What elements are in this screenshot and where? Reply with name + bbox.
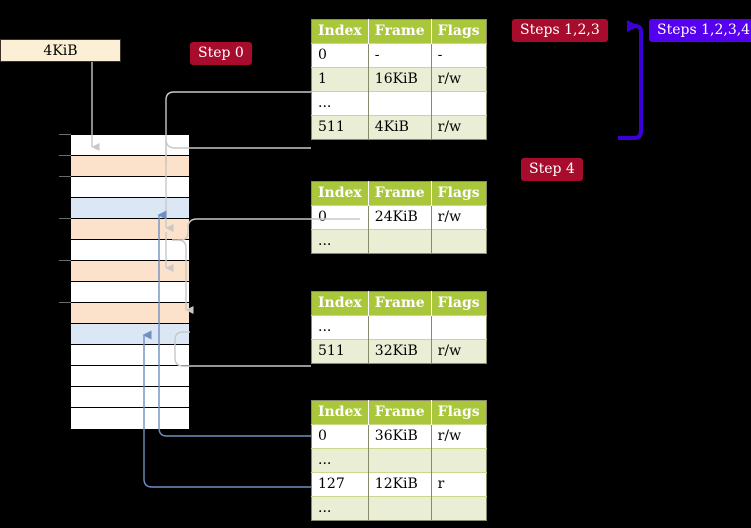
memory-frame-row bbox=[59, 302, 189, 324]
frame-tick-mark bbox=[59, 176, 71, 177]
cell-flags bbox=[431, 448, 487, 473]
cell-flags bbox=[431, 229, 487, 254]
memory-frame-row bbox=[71, 324, 189, 345]
frame-tick-mark bbox=[59, 302, 71, 303]
memory-frame-row bbox=[59, 218, 189, 240]
cell-flags bbox=[431, 496, 487, 521]
column-header-frame: Frame bbox=[368, 181, 432, 206]
virtual-address-label: 4KiB bbox=[43, 42, 78, 59]
cell-flags: r/w bbox=[431, 205, 487, 230]
memory-frame-row bbox=[71, 366, 189, 387]
cell-index: 1 bbox=[311, 67, 369, 92]
memory-frame-row bbox=[71, 408, 189, 429]
column-header-index: Index bbox=[311, 400, 369, 425]
column-header-flags: Flags bbox=[431, 400, 487, 425]
cell-flags bbox=[431, 91, 487, 116]
cell-flags: r/w bbox=[431, 115, 487, 140]
virtual-address-box: 4KiB bbox=[0, 39, 121, 62]
cell-frame bbox=[368, 448, 432, 473]
column-header-flags: Flags bbox=[431, 19, 487, 44]
memory-frame-row bbox=[59, 134, 189, 156]
cell-index: 0 bbox=[311, 43, 369, 68]
cell-index: ... bbox=[311, 91, 369, 116]
cell-frame: - bbox=[368, 43, 432, 68]
cell-flags: r/w bbox=[431, 67, 487, 92]
column-header-index: Index bbox=[311, 19, 369, 44]
cell-flags: r/w bbox=[431, 424, 487, 449]
frame-tick-mark bbox=[59, 134, 71, 135]
cell-frame: 12KiB bbox=[368, 472, 432, 497]
badge-steps-1-2-3-4: Steps 1,2,3,4 bbox=[649, 19, 751, 42]
table-header-row: Index Frame Flags bbox=[311, 400, 487, 425]
cell-index: ... bbox=[311, 496, 369, 521]
memory-frame-row bbox=[71, 240, 189, 261]
column-header-frame: Frame bbox=[368, 291, 432, 316]
table-row: ... bbox=[311, 496, 487, 521]
cell-frame bbox=[368, 496, 432, 521]
frame-tick-mark bbox=[59, 155, 71, 156]
column-header-flags: Flags bbox=[431, 181, 487, 206]
cell-frame: 32KiB bbox=[368, 339, 432, 364]
cell-index: 0 bbox=[311, 424, 369, 449]
frame-tick-mark bbox=[59, 218, 71, 219]
table-header-row: Index Frame Flags bbox=[311, 181, 487, 206]
cell-index: ... bbox=[311, 448, 369, 473]
table-row: 0-- bbox=[311, 43, 487, 68]
cell-frame: 4KiB bbox=[368, 115, 432, 140]
memory-frame-row bbox=[59, 176, 189, 198]
column-header-index: Index bbox=[311, 291, 369, 316]
cell-flags: r bbox=[431, 472, 487, 497]
cell-index: 511 bbox=[311, 339, 369, 364]
cell-index: ... bbox=[311, 229, 369, 254]
cell-flags: - bbox=[431, 43, 487, 68]
cell-frame: 24KiB bbox=[368, 205, 432, 230]
cell-frame bbox=[368, 229, 432, 254]
cell-frame: 36KiB bbox=[368, 424, 432, 449]
memory-frame-row bbox=[59, 260, 189, 282]
badge-steps-1-2-3: Steps 1,2,3 bbox=[512, 19, 608, 42]
badge-step-4: Step 4 bbox=[521, 158, 583, 181]
table-header-row: Index Frame Flags bbox=[311, 19, 487, 44]
cell-flags: r/w bbox=[431, 339, 487, 364]
cell-index: 511 bbox=[311, 115, 369, 140]
table-header-row: Index Frame Flags bbox=[311, 291, 487, 316]
badge-step-0: Step 0 bbox=[190, 42, 252, 65]
memory-frame-row bbox=[71, 282, 189, 303]
column-header-frame: Frame bbox=[368, 19, 432, 44]
table-row: ... bbox=[311, 91, 487, 116]
memory-frame-row bbox=[71, 387, 189, 408]
cell-index: 127 bbox=[311, 472, 369, 497]
cell-frame bbox=[368, 315, 432, 340]
cell-flags bbox=[431, 315, 487, 340]
cell-frame: 16KiB bbox=[368, 67, 432, 92]
frame-tick-mark bbox=[59, 260, 71, 261]
memory-frame-row bbox=[71, 198, 189, 219]
table-row: ... bbox=[311, 315, 487, 340]
memory-frame-row bbox=[59, 155, 189, 177]
table-row: ... bbox=[311, 229, 487, 254]
cell-frame bbox=[368, 91, 432, 116]
cell-index: 0 bbox=[311, 205, 369, 230]
column-header-flags: Flags bbox=[431, 291, 487, 316]
column-header-index: Index bbox=[311, 181, 369, 206]
physical-memory-column bbox=[59, 134, 190, 429]
column-header-frame: Frame bbox=[368, 400, 432, 425]
cell-index: ... bbox=[311, 315, 369, 340]
table-row: ... bbox=[311, 448, 487, 473]
memory-frame-row bbox=[71, 345, 189, 366]
